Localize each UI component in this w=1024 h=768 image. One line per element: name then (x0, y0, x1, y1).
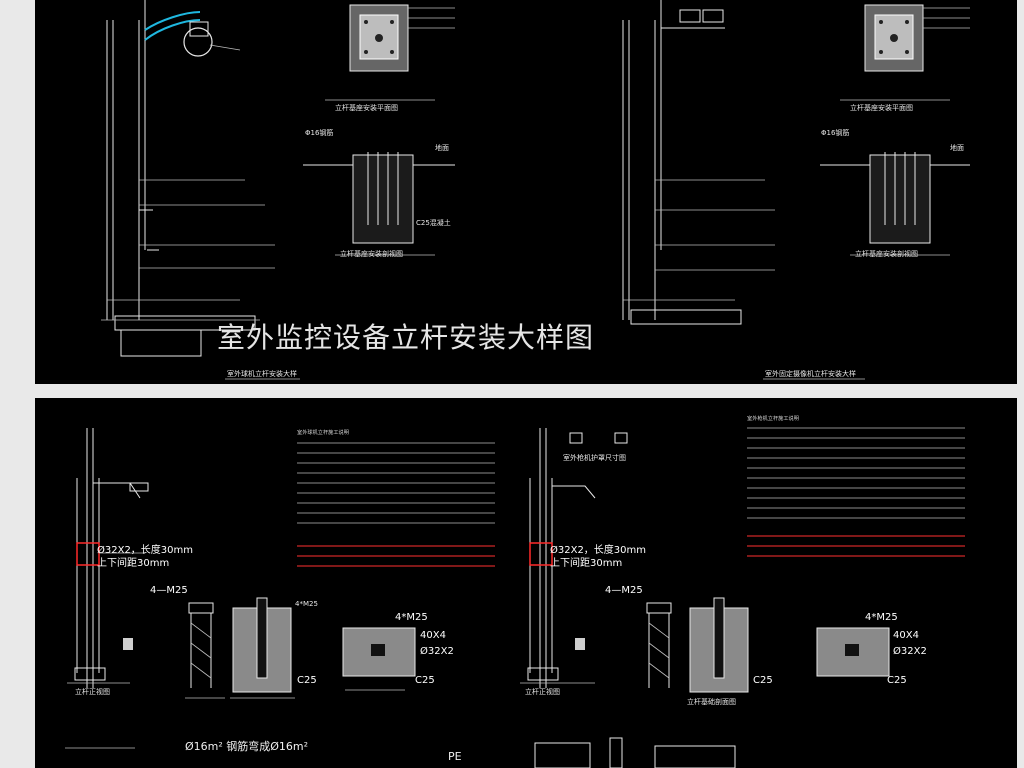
bottom-note-mid: PE (448, 750, 462, 763)
base-section-title-left: 立杆基座安装剖视图 (340, 249, 403, 258)
foundation-note-left: 4*M25 (295, 600, 318, 608)
right-notes: 室外枪机立杆施工说明 (747, 414, 965, 557)
bottom-drawing-panel: 立杆正视图 Ø32X2，长度30mm 上下间距30mm 4—M25 4*M25 … (35, 398, 1017, 768)
right-plate-detail: 4*M25 40X4 Ø32X2 C25 (816, 612, 927, 686)
right-bolt-mid: 4*M25 (865, 612, 898, 623)
bolt-right: 4—M25 (605, 585, 643, 596)
fixed-camera-pole (622, 0, 775, 325)
left-foundation-section: 4*M25 C25 (230, 597, 318, 699)
c25-right-b: C25 (887, 675, 907, 686)
base-section-title-right: 立杆基座安装剖视图 (855, 249, 918, 258)
ground-label-right: 地面 (950, 143, 964, 152)
top-drawing-svg: 立杆基座安装平面图 Φ16钢筋 地面 C25混凝土 立杆基座安装剖视图 (101, 0, 970, 380)
rebar-note-right: Φ16钢筋 (821, 128, 849, 137)
right-dim-text: Ø32X2，长度30mm (550, 543, 646, 556)
left-dim-text-2: 上下间距30mm (97, 556, 169, 569)
right-foundation-section: C25 立杆基础剖面图 (687, 597, 773, 706)
camera-head-caption: 室外枪机护罩尺寸图 (563, 453, 626, 462)
left-pipe: Ø32X2 (420, 645, 454, 657)
right-bolt-ladder: 4—M25 (605, 585, 672, 688)
base-plan-title-right: 立杆基座安装平面图 (850, 103, 913, 112)
bottom-drawing-svg: 立杆正视图 Ø32X2，长度30mm 上下间距30mm 4—M25 4*M25 … (65, 414, 965, 768)
ground-label-left: 地面 (435, 143, 449, 152)
right-pipe: Ø32X2 (893, 645, 927, 657)
pole-elevation-right: 立杆正视图 (525, 687, 560, 696)
concrete-label-left: C25混凝土 (416, 218, 451, 227)
left-bolt-ladder: 4—M25 (150, 585, 225, 699)
right-caption: 室外固定摄像机立杆安装大样 (765, 369, 856, 378)
base-plan-right: 立杆基座安装平面图 (840, 4, 970, 112)
pole-elevation-left: 立杆正视图 (75, 687, 110, 696)
right-pole-elevation: 室外枪机护罩尺寸图 立杆正视图 (520, 428, 628, 696)
ground-section-right: 立杆基础剖面图 (687, 697, 736, 706)
base-section-right: Φ16钢筋 地面 立杆基座安装剖视图 (820, 128, 970, 258)
left-dim-text: Ø32X2，长度30mm (97, 543, 193, 556)
dome-camera-pole (101, 0, 275, 357)
c25-left-b: C25 (415, 675, 435, 686)
rebar-note-left: Φ16钢筋 (305, 128, 333, 137)
bolt-left: 4—M25 (150, 585, 188, 596)
bottom-strip: Ø16m² 钢筋弯成Ø16m² PE (65, 737, 736, 768)
main-title: 室外监控设备立杆安装大样图 (217, 321, 594, 354)
left-caption: 室外球机立杆安装大样 (227, 369, 297, 378)
left-bolt-mid: 4*M25 (395, 612, 428, 623)
right-flat-steel: 40X4 (893, 630, 919, 641)
base-plan-title-left: 立杆基座安装平面图 (335, 103, 398, 112)
top-drawing-panel: 立杆基座安装平面图 Φ16钢筋 地面 C25混凝土 立杆基座安装剖视图 (35, 0, 1017, 384)
left-notes: 室外球机立杆施工说明 (297, 428, 495, 567)
c25-right-a: C25 (753, 675, 773, 686)
c25-left-a: C25 (297, 675, 317, 686)
left-plate-detail: 4*M25 40X4 Ø32X2 C25 (342, 612, 454, 691)
base-section-left: Φ16钢筋 地面 C25混凝土 立杆基座安装剖视图 (303, 128, 455, 258)
left-pole-elevation: 立杆正视图 (67, 428, 149, 696)
left-flat-steel: 40X4 (420, 630, 446, 641)
right-notes-title: 室外枪机立杆施工说明 (747, 414, 799, 422)
bottom-note-left: Ø16m² 钢筋弯成Ø16m² (185, 739, 308, 753)
base-plan-left: 立杆基座安装平面图 (325, 4, 455, 112)
right-dim-text-2: 上下间距30mm (550, 556, 622, 569)
left-notes-title: 室外球机立杆施工说明 (297, 428, 349, 436)
